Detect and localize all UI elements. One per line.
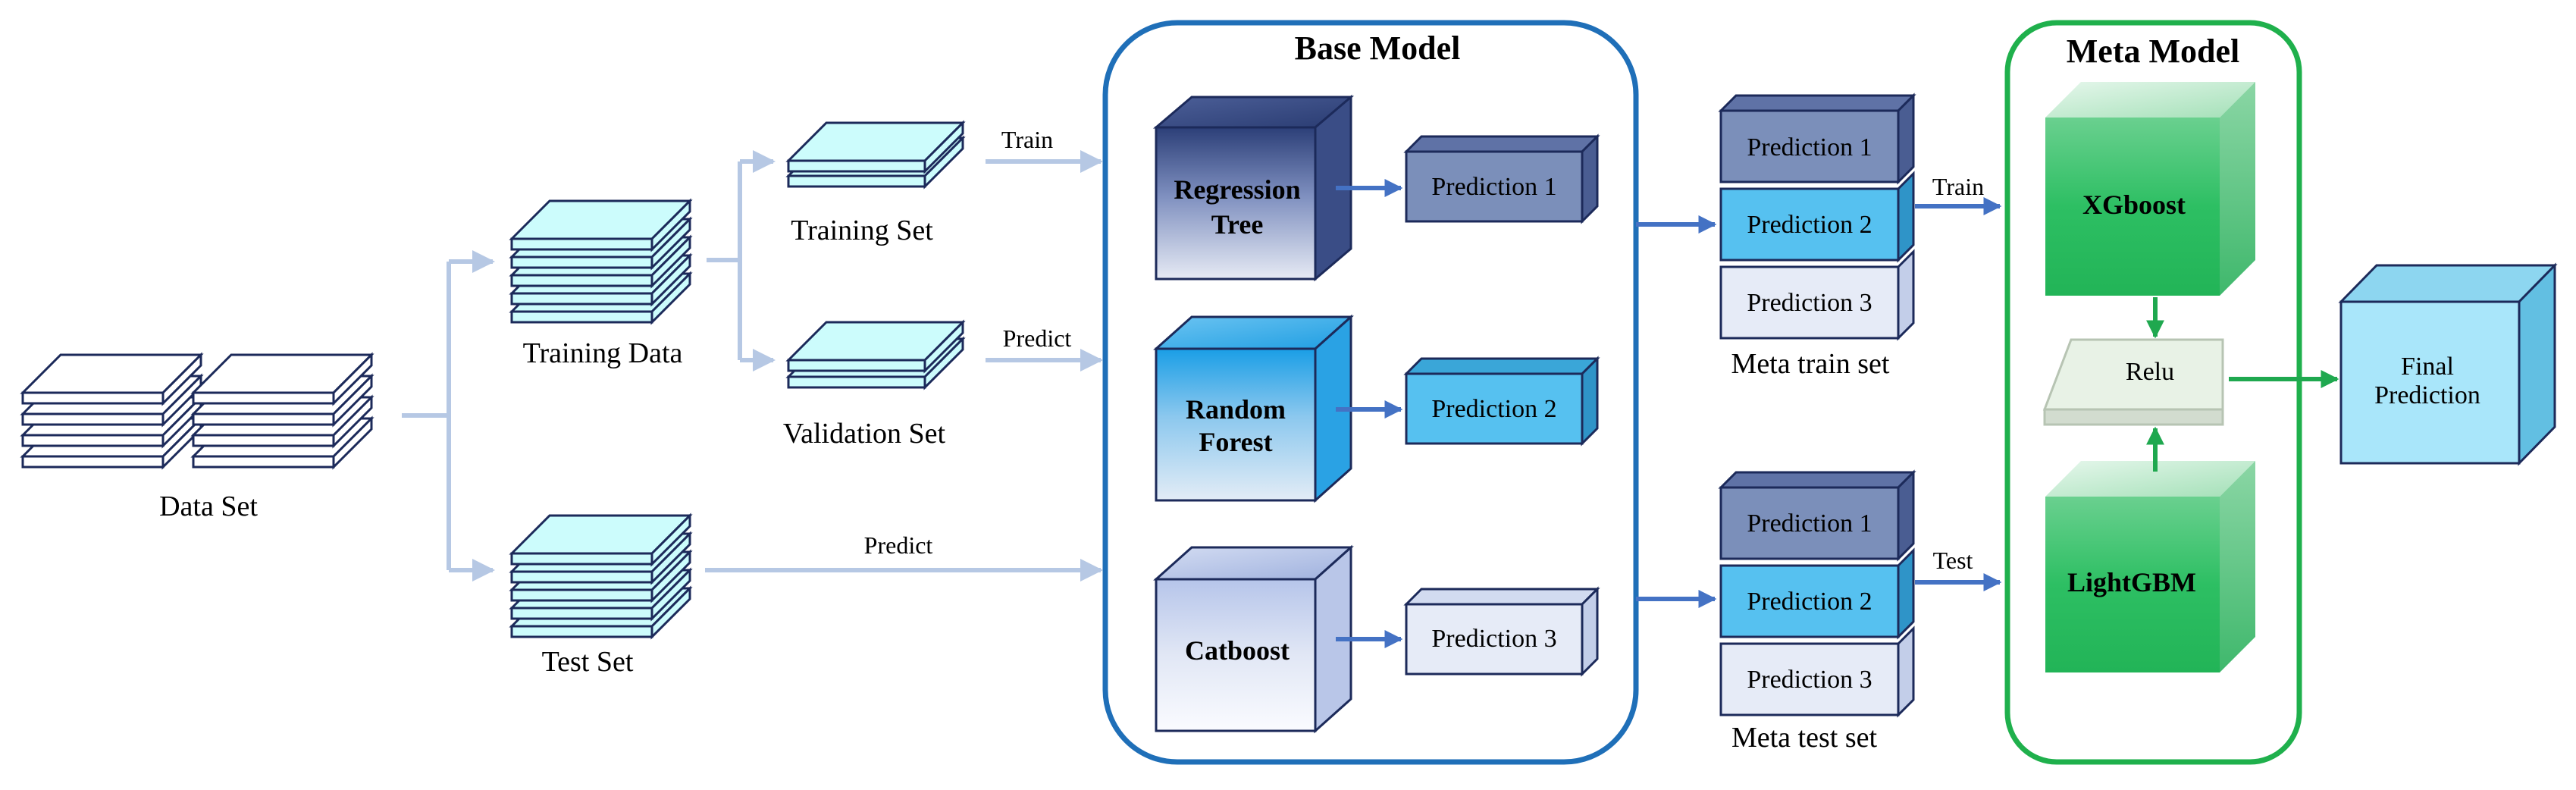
catboost-label: Catboost <box>1185 635 1290 666</box>
training-split-connector <box>707 150 776 371</box>
lightgbm-label: LightGBM <box>2067 567 2196 597</box>
meta-test-set-label: Meta test set <box>1731 722 1878 754</box>
relu-label: Relu <box>2126 358 2174 386</box>
training-set-layer <box>785 120 966 174</box>
final-prediction-line2: Prediction <box>2374 381 2480 409</box>
meta-set-to-model-arrows <box>1915 197 2002 591</box>
test-set-layer <box>509 513 693 567</box>
meta-internal-arrows <box>2146 297 2339 472</box>
base-model-title: Base Model <box>1295 30 1461 67</box>
arrow-label-meta-train: Train <box>1932 173 1984 200</box>
dataset-right-layer <box>190 352 374 406</box>
prediction-box-3: Prediction 3 <box>1403 586 1600 677</box>
meta-test-row-1-label: Prediction 1 <box>1747 509 1872 538</box>
meta-train-set-label: Meta train set <box>1731 348 1890 380</box>
meta-model-title: Meta Model <box>2067 33 2239 70</box>
catboost-cube: Catboost <box>1153 544 1354 734</box>
dataset-left-layer <box>20 352 204 406</box>
data-set-label: Data Set <box>159 491 258 522</box>
arrow-label-predict-validation: Predict <box>1003 324 1072 352</box>
arrow-label-meta-test: Test <box>1933 547 1973 574</box>
meta-test-row-1: Prediction 1 <box>1718 469 1916 562</box>
training-set-stack <box>785 120 966 190</box>
validation-set-layer <box>785 319 966 374</box>
data-set-stack-left <box>20 352 204 470</box>
base-to-meta-arrows <box>1636 215 1717 608</box>
training-set-label: Training Set <box>791 215 933 246</box>
relu-box: Relu <box>2042 338 2224 426</box>
meta-train-row-3-label: Prediction 3 <box>1747 289 1872 317</box>
arrow-label-train: Train <box>1001 126 1053 153</box>
meta-model-frame <box>2004 20 2302 765</box>
regression-tree-label-line2: Tree <box>1211 209 1264 240</box>
test-set-label: Test Set <box>542 646 634 678</box>
meta-test-row-2: Prediction 2 <box>1719 547 1915 640</box>
validation-set-stack <box>785 319 966 390</box>
data-set-stack-right <box>190 352 374 470</box>
xgboost-cube: XGboost <box>2045 82 2255 296</box>
prediction-2-label: Prediction 2 <box>1431 395 1556 423</box>
meta-test-set: Prediction 1 Prediction 2 Prediction 3 <box>1718 469 1916 718</box>
random-forest-cube: Random Forest <box>1153 314 1354 503</box>
arrow-label-predict-test: Predict <box>864 531 933 559</box>
arrows-into-base-model <box>705 150 1103 582</box>
random-forest-label-line2: Forest <box>1199 427 1272 457</box>
data-split-connector <box>402 250 495 582</box>
random-forest-label-line1: Random <box>1186 394 1286 425</box>
meta-train-row-1: Prediction 1 <box>1718 92 1916 185</box>
final-prediction-cube: Final Prediction <box>2338 262 2558 466</box>
prediction-3-label: Prediction 3 <box>1431 625 1556 653</box>
meta-test-row-3: Prediction 3 <box>1719 625 1915 718</box>
meta-train-set: Prediction 1 Prediction 2 Prediction 3 <box>1718 92 1916 341</box>
xgboost-label: XGboost <box>2082 190 2186 220</box>
meta-train-row-2: Prediction 2 <box>1719 171 1915 263</box>
regression-tree-label-line1: Regression <box>1174 174 1300 205</box>
regression-tree-cube: Regression Tree <box>1152 94 1355 282</box>
training-data-label: Training Data <box>523 337 683 369</box>
prediction-box-1: Prediction 1 <box>1403 133 1600 224</box>
prediction-1-label: Prediction 1 <box>1431 173 1556 201</box>
lightgbm-cube: LightGBM <box>2045 461 2255 672</box>
base-model-frame <box>1102 20 1639 765</box>
meta-train-row-3: Prediction 3 <box>1719 249 1915 341</box>
meta-test-row-3-label: Prediction 3 <box>1747 666 1872 694</box>
base-prediction-arrows <box>1336 179 1403 648</box>
validation-set-label: Validation Set <box>783 418 946 450</box>
meta-test-row-2-label: Prediction 2 <box>1747 588 1872 616</box>
training-data-stack <box>509 198 693 325</box>
meta-train-row-1-label: Prediction 1 <box>1747 133 1872 161</box>
prediction-box-2: Prediction 2 <box>1403 356 1600 447</box>
training-data-layer <box>509 198 693 252</box>
test-set-stack <box>509 513 693 640</box>
meta-train-row-2-label: Prediction 2 <box>1747 211 1872 239</box>
final-prediction-line1: Final <box>2401 353 2454 381</box>
